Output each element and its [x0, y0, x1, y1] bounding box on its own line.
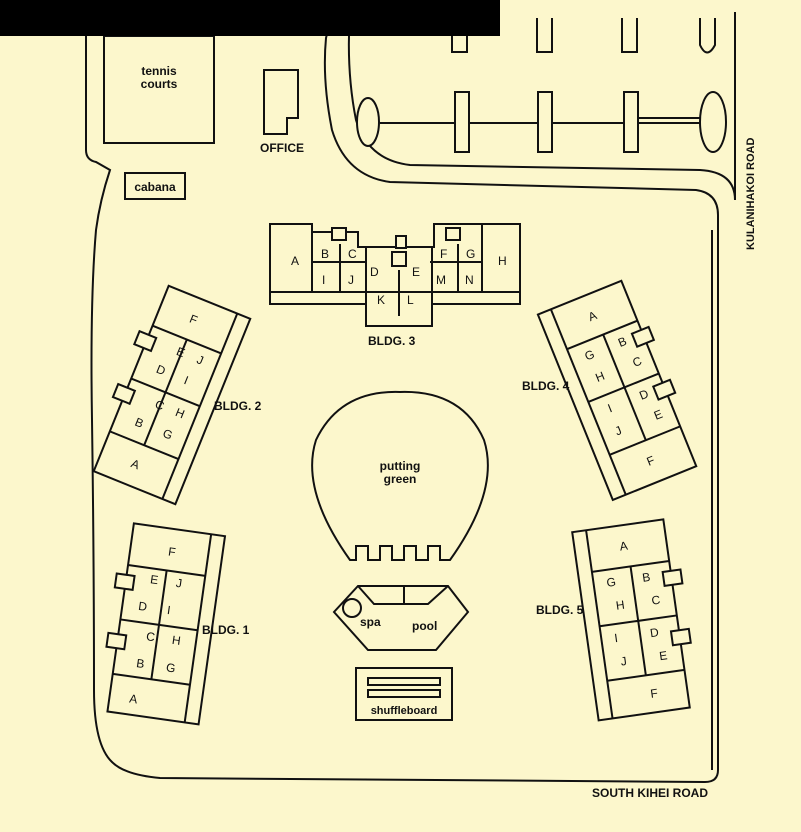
unit-label: E: [149, 572, 159, 587]
putting-green: [311, 390, 489, 561]
office-building: [263, 69, 299, 135]
inner-parking-loop: [347, 11, 736, 201]
unit-label: F: [440, 247, 447, 261]
unit-label: G: [165, 660, 176, 675]
tennis-courts: [103, 35, 215, 144]
unit-label: H: [615, 598, 626, 613]
unit-label: L: [407, 293, 414, 307]
unit-label: F: [650, 686, 659, 701]
unit-label: B: [641, 570, 651, 585]
unit-label: I: [606, 401, 614, 415]
unit-label: B: [321, 247, 329, 261]
unit-label: I: [166, 603, 171, 617]
unit-label: J: [195, 352, 206, 367]
spa: [342, 598, 362, 618]
building-1: A B C D E F G H I J: [105, 522, 227, 726]
unit-label: A: [619, 539, 629, 554]
unit-label: I: [613, 631, 618, 645]
unit-label: A: [291, 254, 299, 268]
unit-label: G: [466, 247, 475, 261]
property-boundary: [85, 11, 719, 784]
bldg-2-label: BLDG. 2: [214, 399, 262, 413]
bldg-1-label: BLDG. 1: [202, 623, 250, 637]
unit-label: D: [370, 265, 379, 279]
unit-label: I: [182, 373, 190, 387]
office-label: OFFICE: [260, 141, 304, 155]
pool-label: pool: [412, 619, 437, 633]
building-3: A B C D E F G H I J K L M N: [269, 223, 521, 327]
spa-label: spa: [360, 615, 381, 629]
unit-label: E: [658, 648, 668, 663]
unit-label: B: [135, 656, 145, 671]
pool: [332, 585, 470, 651]
cabana-label: cabana: [134, 180, 176, 194]
unit-label: N: [465, 273, 474, 287]
unit-label: C: [651, 593, 662, 608]
bldg-4-label: BLDG. 4: [522, 379, 570, 393]
unit-label: E: [412, 265, 420, 279]
unit-label: J: [620, 654, 628, 669]
bldg-3-label: BLDG. 3: [368, 334, 416, 348]
unit-label: F: [167, 545, 176, 560]
building-2: A B C D E F G H I J: [92, 284, 252, 506]
unit-label: C: [348, 247, 357, 261]
unit-label: A: [129, 692, 139, 707]
unit-label: G: [606, 575, 617, 590]
kulanihakoi-road-label: KULANIHAKOI ROAD: [745, 138, 757, 250]
redaction-bar: [0, 0, 500, 36]
cabana: [124, 172, 186, 200]
building-5: A B C D E F G H I J: [571, 518, 692, 722]
building-4: A B C D E F G H I J: [536, 279, 698, 502]
unit-label: J: [175, 576, 183, 591]
unit-label: D: [649, 625, 660, 640]
unit-label: I: [322, 273, 325, 287]
unit-label: M: [436, 273, 446, 287]
parking-area: [356, 18, 727, 153]
unit-label: H: [498, 254, 507, 268]
unit-label: K: [377, 293, 385, 307]
unit-label: H: [171, 633, 182, 648]
shuffleboard-label: shuffleboard: [371, 705, 438, 717]
unit-label: J: [613, 423, 624, 438]
unit-label: D: [137, 599, 148, 614]
unit-label: J: [348, 273, 354, 287]
bldg-5-label: BLDG. 5: [536, 603, 584, 617]
unit-label: C: [145, 629, 156, 644]
south-kihei-road-label: SOUTH KIHEI ROAD: [592, 786, 708, 800]
